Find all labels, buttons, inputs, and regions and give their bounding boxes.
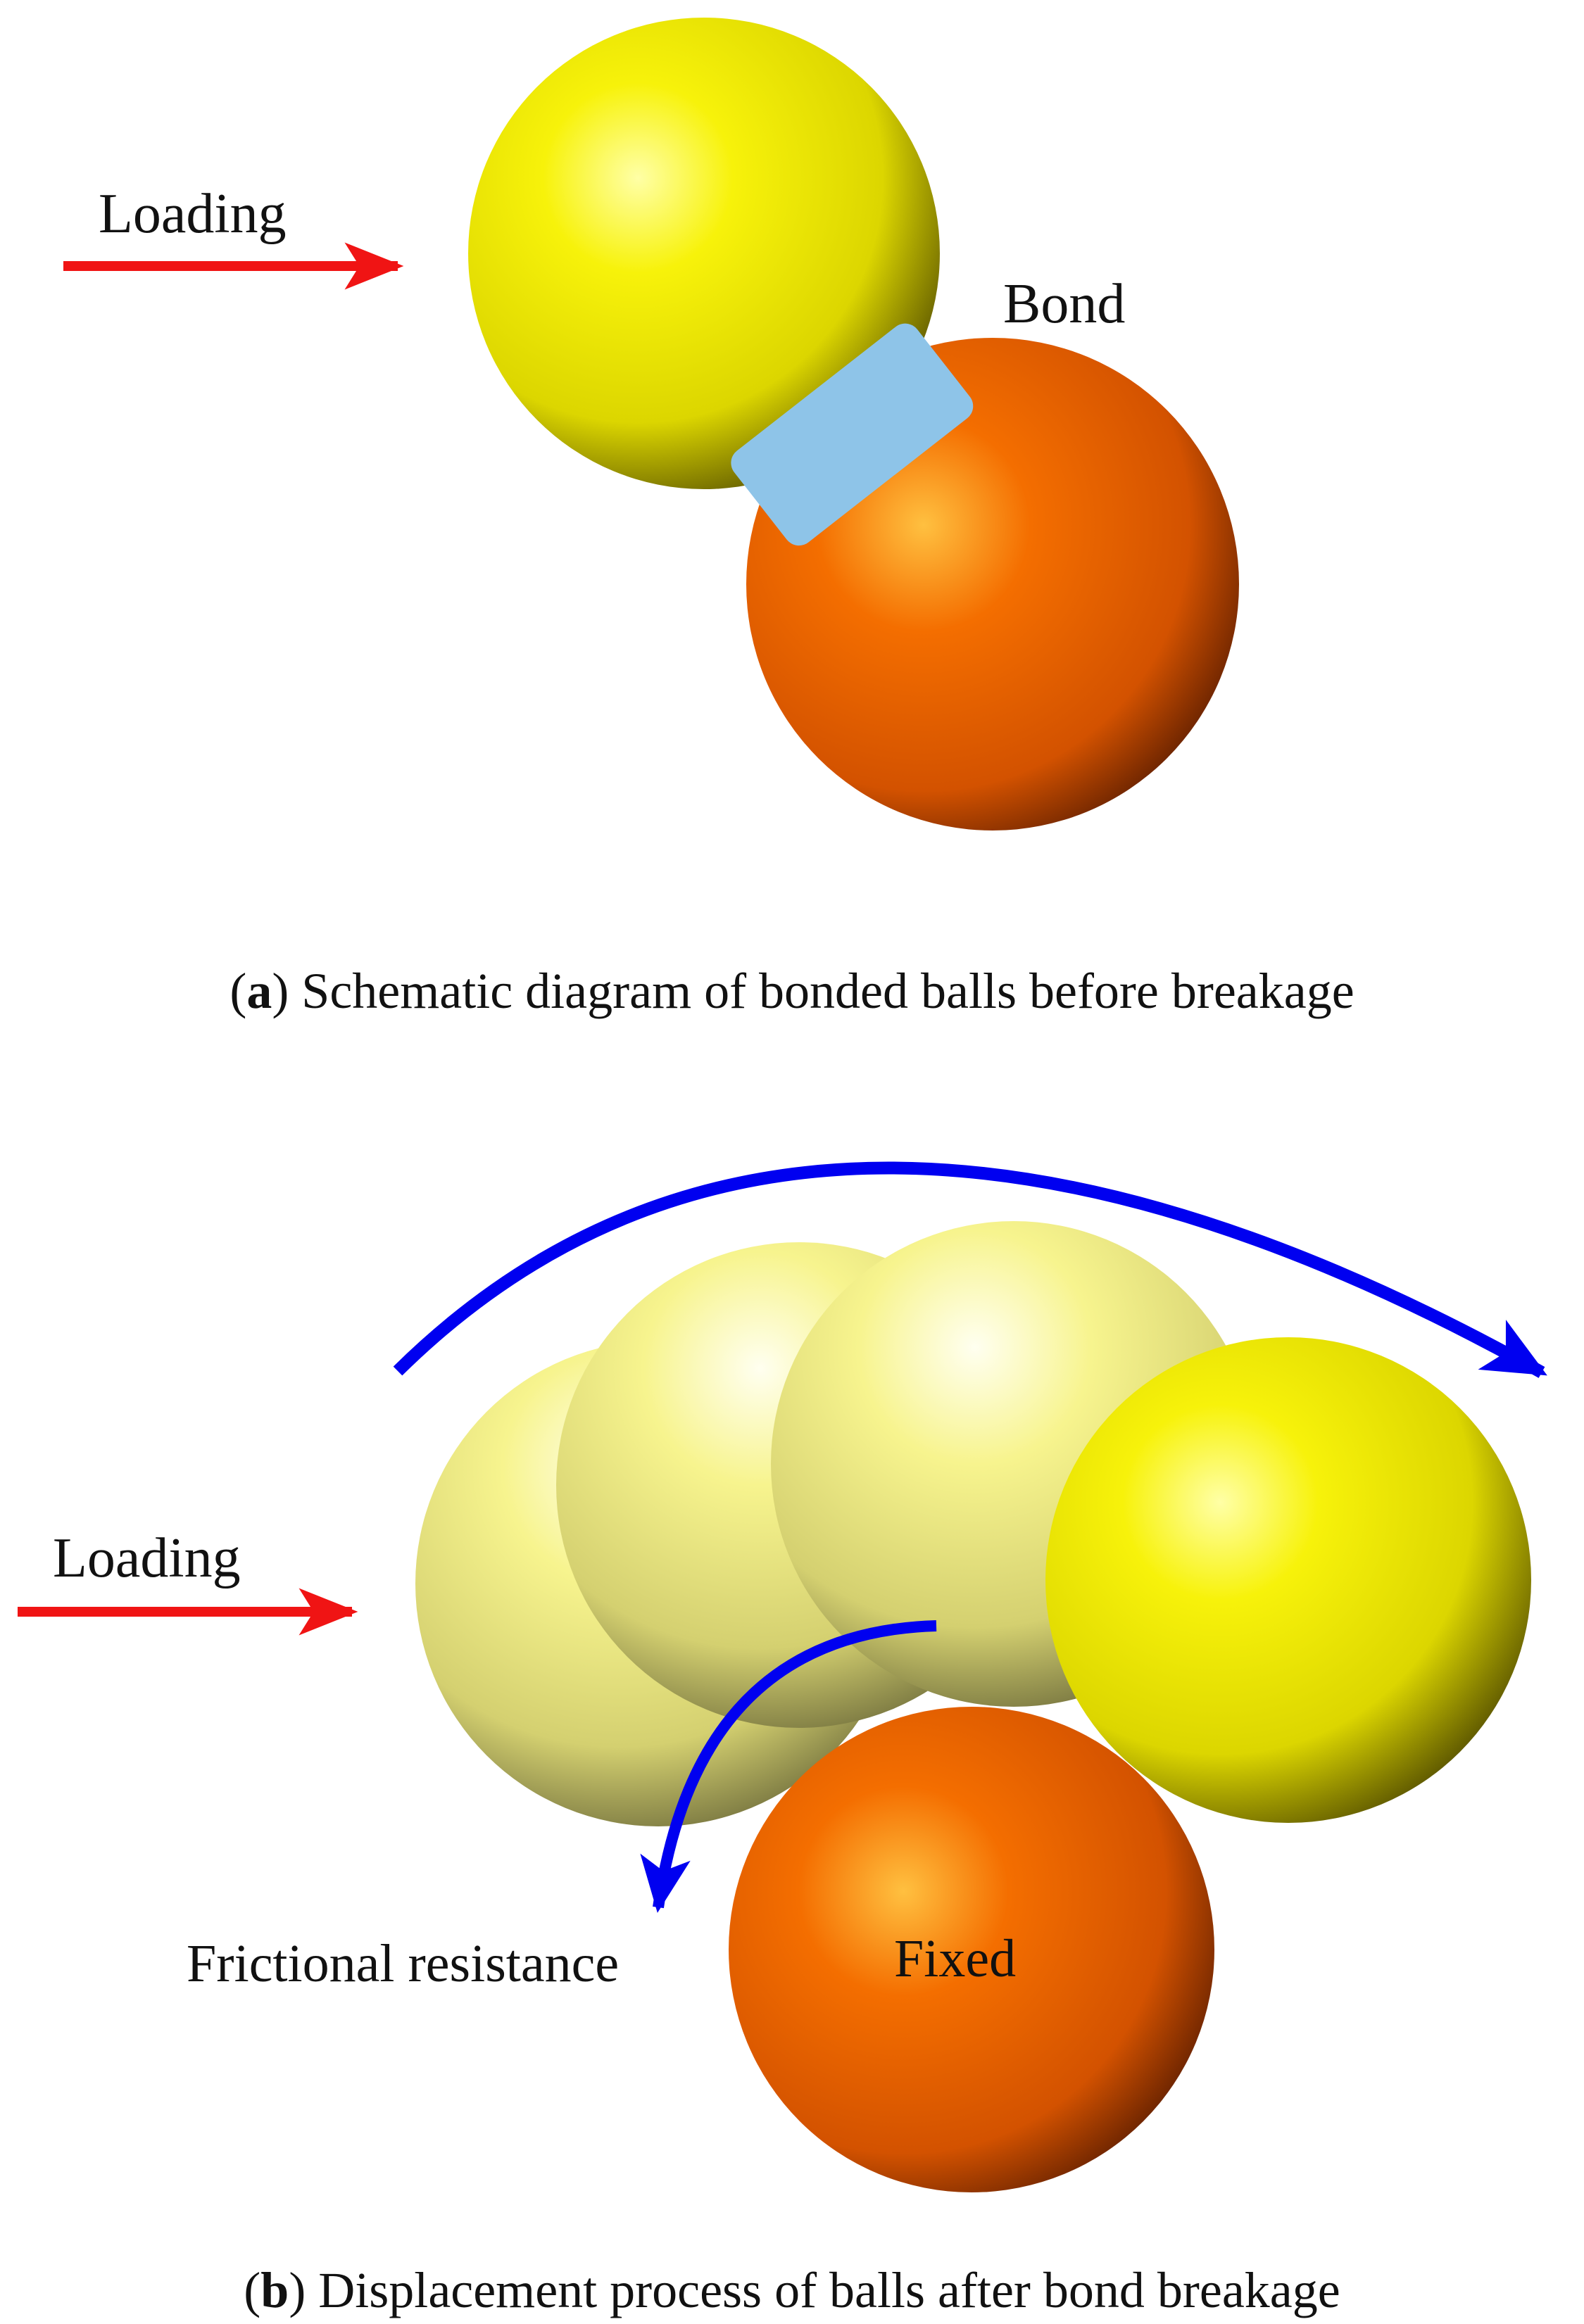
bond-block <box>731 323 974 546</box>
fixed-orange-ball <box>729 1707 1214 2192</box>
panel-b: Loading Frictional resistance Fixed (b) … <box>18 1161 1547 2318</box>
bond-label: Bond <box>1003 273 1125 335</box>
loading-label-b: Loading <box>53 1527 241 1589</box>
yellow-ball-b <box>1045 1337 1531 1823</box>
rotation-arrow <box>393 1161 1547 1378</box>
loading-label-a: Loading <box>99 183 287 245</box>
friction-arrow <box>640 1620 937 1913</box>
yellow-ball-a <box>468 18 940 489</box>
caption-a: (a) Schematic diagram of bonded balls be… <box>230 963 1354 1019</box>
panel-a: Loading Bond (a) Schematic diagram of bo… <box>63 18 1354 1019</box>
fixed-label: Fixed <box>894 1929 1016 1988</box>
caption-b: (b) Displacement process of balls after … <box>244 2262 1340 2318</box>
friction-label: Frictional resistance <box>187 1934 619 1993</box>
